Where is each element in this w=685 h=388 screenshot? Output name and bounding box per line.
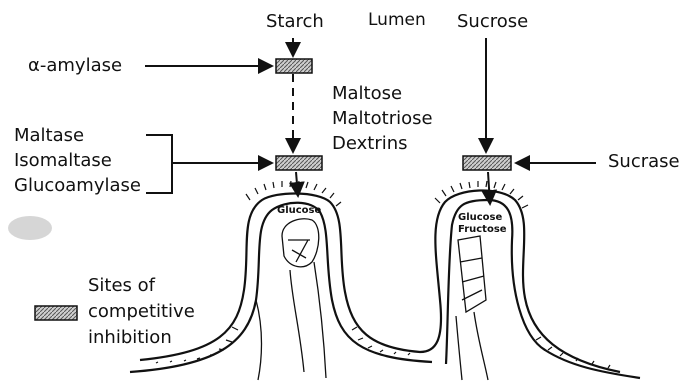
fructose-label: Fructose	[458, 224, 507, 235]
brush-border	[156, 181, 610, 368]
dextrins-label: Dextrins	[332, 134, 408, 154]
maltotriose-label: Maltotriose	[332, 109, 433, 129]
maltase-label: Maltase	[14, 126, 84, 146]
legend-line-2: competitive	[88, 302, 195, 322]
maltose-label: Maltose	[332, 84, 402, 104]
sucrose-label: Sucrose	[457, 12, 528, 32]
legend-line-1: Sites of	[88, 276, 155, 296]
legend-swatch	[35, 306, 77, 320]
glucoamylase-label: Glucoamylase	[14, 176, 141, 196]
inhibition-site-amylase	[276, 59, 312, 73]
smudge-mark	[8, 216, 52, 240]
inhibition-site-sucrase	[463, 156, 511, 170]
inhibition-site-brush-border	[276, 156, 322, 170]
cell-interior-left	[256, 219, 326, 380]
cell-interior-right	[456, 236, 488, 380]
legend-line-3: inhibition	[88, 328, 172, 348]
enzyme-bracket	[146, 135, 172, 193]
isomaltase-label: Isomaltase	[14, 151, 112, 171]
glucose-left-label: Glucose	[277, 205, 321, 216]
lumen-label: Lumen	[368, 10, 426, 30]
starch-label: Starch	[266, 12, 324, 32]
sucrase-label: Sucrase	[608, 152, 680, 172]
glucose-right-label: Glucose	[458, 212, 502, 223]
alpha-amylase-label: α-amylase	[28, 56, 122, 76]
villus-membranes	[130, 190, 640, 378]
